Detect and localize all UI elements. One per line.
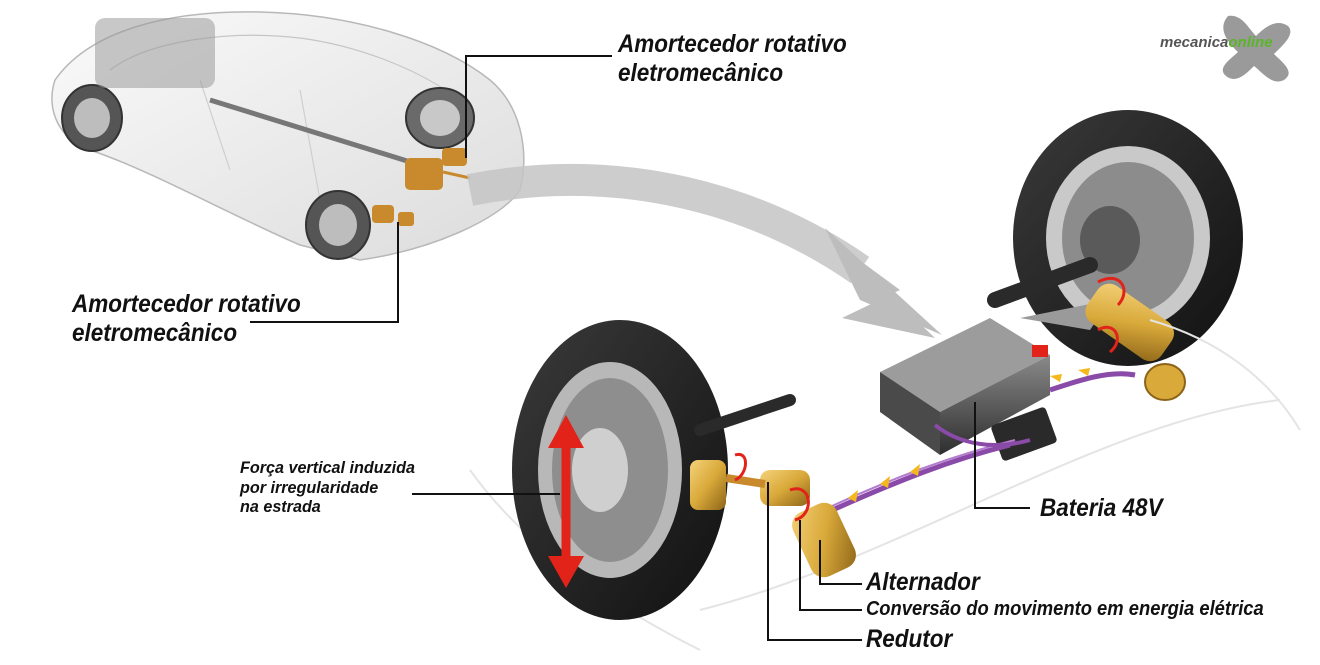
label-rotary-damper-top-line1: Amortecedor rotativo bbox=[618, 30, 847, 58]
label-alternator: Alternador bbox=[866, 568, 980, 596]
logo-part-b: online bbox=[1228, 34, 1273, 51]
label-rotary-damper-left: Amortecedor rotativo eletromecânico bbox=[72, 290, 301, 348]
vertical-force-arrow bbox=[548, 415, 584, 588]
label-vertical-force-line1: Força vertical induzida bbox=[240, 458, 416, 477]
logo-part-a: mecanica bbox=[1160, 34, 1229, 51]
label-reducer: Redutor bbox=[866, 625, 953, 653]
label-rotary-damper-top: Amortecedor rotativo eletromecânico bbox=[618, 30, 847, 88]
label-battery: Bateria 48V bbox=[1040, 494, 1163, 522]
car-illustration bbox=[51, 11, 525, 261]
logo-x-mark bbox=[1222, 15, 1291, 82]
label-rotary-damper-left-line1: Amortecedor rotativo bbox=[72, 290, 301, 318]
label-vertical-force: Força vertical induzida por irregularida… bbox=[240, 458, 415, 517]
label-rotary-damper-top-line2: eletromecânico bbox=[618, 58, 784, 87]
power-cable bbox=[826, 368, 1136, 515]
leader-lines bbox=[250, 55, 1030, 641]
label-rotary-damper-left-line2: eletromecânico bbox=[72, 318, 238, 347]
label-vertical-force-line2: por irregularidade bbox=[240, 477, 379, 497]
label-vertical-force-line3: na estrada bbox=[240, 497, 321, 517]
logo-wordmark: mecanicaonline bbox=[1160, 34, 1273, 51]
label-energy-conversion: Conversão do movimento em energia elétri… bbox=[866, 598, 1264, 620]
right-wheel bbox=[987, 110, 1243, 401]
mecanicaonline-logo: mecanicaonline bbox=[1150, 14, 1300, 84]
flow-arrow bbox=[466, 163, 942, 338]
